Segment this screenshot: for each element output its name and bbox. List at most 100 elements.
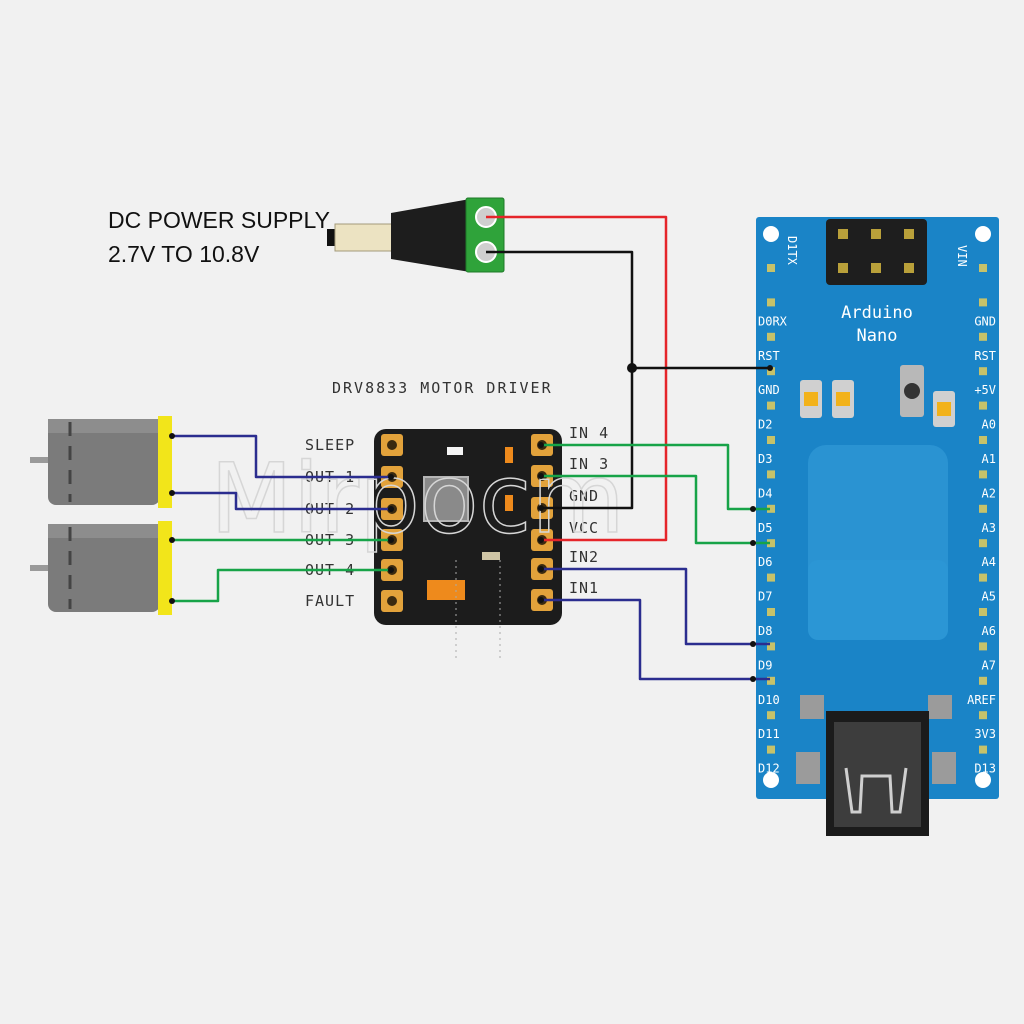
arduino-label-aref: AREF [967,693,996,707]
arduino-label-gnd: GND [974,314,996,328]
arduino-label-a5: A5 [982,590,996,604]
driver-label-in2: IN2 [569,548,599,566]
m1-term1-dot [169,433,175,439]
out1-dot [388,474,394,480]
led-1-core [804,392,818,406]
ard-d6-dot [750,540,756,546]
arduino-label-vin: VIN [955,245,969,267]
icsp-pin-2 [871,229,881,239]
wires [169,215,773,682]
gnd-dot [538,505,544,511]
arduino-label-d1tx: D1TX [785,236,799,266]
ard-d10-dot [750,676,756,682]
driver-pad-hole-fault [387,596,397,606]
wire-motor1-out2 [172,491,391,511]
arduino-pad-left-d11 [767,711,775,720]
icsp-pin-5 [871,263,881,273]
wire-in2-d9 [541,567,770,646]
led-2-core [836,392,850,406]
arduino-label-d3: D3 [758,452,772,466]
in3-dot [538,473,544,479]
mount-hole-tr [975,226,991,242]
icsp-pin-1 [838,229,848,239]
arduino-pad-right-d13 [979,745,987,754]
icsp-pin-3 [904,229,914,239]
mount-hole-tl [763,226,779,242]
icsp-pin-4 [838,263,848,273]
wire-motor2-out4 [172,568,391,603]
mcu-chip-lower [808,560,948,640]
dc-barrel-jack [327,197,505,273]
arduino-pad-left-d12 [767,745,775,754]
power-supply-label: DC POWER SUPPLY 2.7V TO 10.8V [108,207,330,267]
arduino-label-d0rx: D0RX [758,314,788,328]
arduino-title-line2: Nano [857,326,898,346]
arduino-label-a4: A4 [982,555,996,569]
arduino-left-pads [767,264,775,754]
arduino-pad-left-d4 [767,470,775,479]
arduino-pad-right-rst [979,332,987,341]
driver-label-fault: FAULT [305,592,355,610]
arduino-pad-left-d6 [767,539,775,548]
wire-gnd-black [486,250,634,510]
arduino-pad-right-a3 [979,504,987,513]
out2-dot [388,506,394,512]
motor-2 [30,521,172,615]
arduino-label-d10: D10 [758,693,780,707]
in1-dot [538,597,544,603]
arduino-label-d7: D7 [758,590,772,604]
arduino-label-a0: A0 [982,418,996,432]
arduino-pad-left-rst [767,332,775,341]
driver-pad-hole-sleep [387,440,397,450]
icsp-header [826,219,927,285]
m2-term2-dot [169,598,175,604]
arduino-pad-right-a5 [979,573,987,582]
arduino-pad-left-d8 [767,608,775,616]
icsp-pin-6 [904,263,914,273]
driver-pcb [374,429,562,625]
in4-dot [538,442,544,448]
arduino-label-gnd: GND [758,383,780,397]
ard-gnd-dot [767,365,773,371]
arduino-label-a3: A3 [982,521,996,535]
driver-smd-3 [482,552,500,560]
arduino-pad-left-d5 [767,504,775,513]
power-supply-range: 2.7V TO 10.8V [108,241,260,267]
wire-vcc-red [486,215,668,542]
mount-hole-bl [763,772,779,788]
wire-motor1-out1 [172,434,391,479]
arduino-label-5v: +5V [974,383,996,397]
mount-hole-br [975,772,991,788]
driver-label-gnd: GND [569,487,599,505]
watermark: Mirpocm [210,443,625,555]
usb-tab-bl [796,752,820,784]
mini-usb-contacts [844,767,908,814]
arduino-label-a2: A2 [982,486,996,500]
jack-pin-tip [327,229,335,246]
driver-smd-2 [505,495,513,511]
arduino-pad-right-a0 [979,401,987,410]
arduino-pad-right-a1 [979,436,987,444]
arduino-pad-right-vin [979,264,987,272]
arduino-label-rst: RST [758,349,780,363]
arduino-pad-right-a4 [979,539,987,548]
led-3-core [937,402,951,416]
arduino-label-d12: D12 [758,762,780,776]
arduino-pad-left-d10 [767,676,775,685]
driver-label-sleep: SLEEP [305,436,355,454]
ard-d9-dot [750,641,756,647]
arduino-label-d5: D5 [758,521,772,535]
arduino-label-a1: A1 [982,452,996,466]
driver-label-vcc: VCC [569,519,599,537]
motor-2-highlight [48,524,160,538]
wire-in3-d5 [541,474,770,545]
driver-label-in-4: IN 4 [569,424,609,442]
driver-label-in-3: IN 3 [569,455,609,473]
arduino-label-d6: D6 [758,555,772,569]
motor-1-end-cap [158,416,172,508]
arduino-label-d9: D9 [758,658,772,672]
arduino-label-d4: D4 [758,486,772,500]
